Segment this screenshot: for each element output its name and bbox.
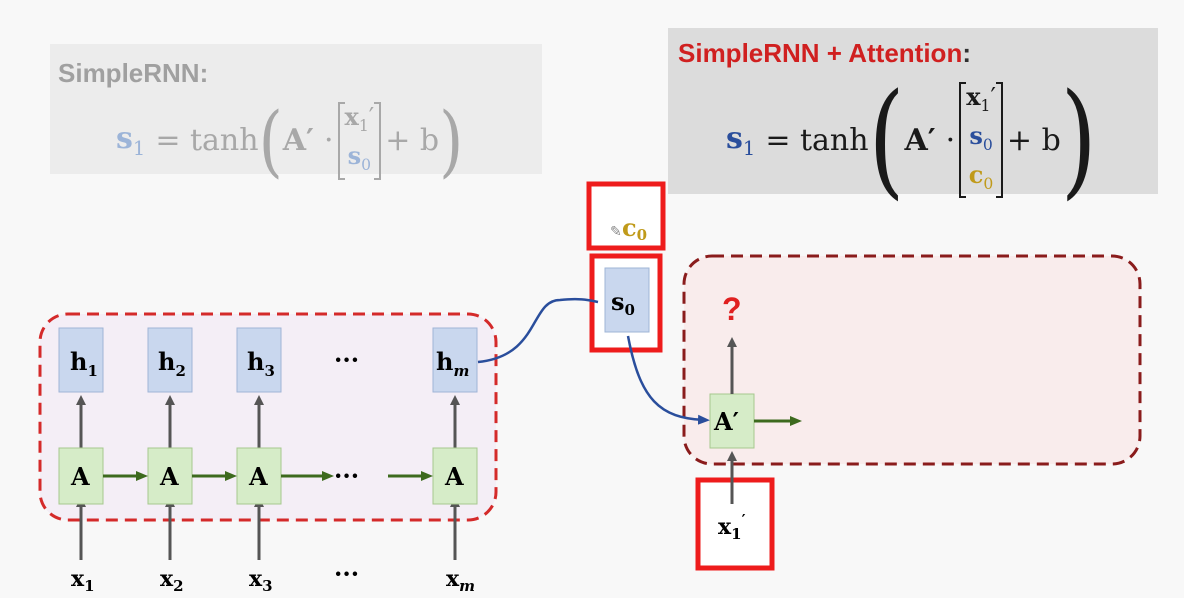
- formula-vector: x1′ s0: [334, 102, 386, 180]
- input-label: xm: [446, 566, 475, 595]
- formula-dot: ·: [945, 122, 956, 158]
- cell-label: A: [444, 462, 464, 491]
- vec-s0: s0: [969, 120, 993, 154]
- right-paren: ): [1060, 67, 1097, 212]
- hidden-box: [432, 327, 478, 393]
- encoder-column-1: h1 A x1: [58, 327, 104, 595]
- context-highlight: [586, 181, 666, 251]
- hidden-label: h3: [247, 347, 275, 380]
- hidden-box: [147, 327, 193, 393]
- simplernn-title: SimpleRNN:: [58, 58, 209, 88]
- encoder-column-3: h3 A x3: [236, 327, 282, 595]
- cell-box: [236, 447, 282, 505]
- cell-label: A: [70, 462, 90, 491]
- attention-title: SimpleRNN + Attention:: [678, 38, 971, 68]
- formula-matrix: A′: [904, 122, 936, 158]
- formula-plus: + b: [1006, 122, 1061, 158]
- decoder-input-highlight: [695, 477, 775, 571]
- input-label: x2: [160, 566, 184, 595]
- attention-formula-panel: SimpleRNN + Attention: s1 = tanh ( A′ · …: [668, 28, 1158, 202]
- formula-lhs: s1: [116, 121, 146, 161]
- simplernn-formula: s1 = tanh ( A′ · x1′ s0 + b ): [116, 94, 464, 186]
- state-box: [604, 267, 650, 333]
- ellipsis-cell: ···: [334, 461, 359, 490]
- hm-to-s0-curve: [477, 297, 599, 364]
- state-label: s0: [611, 287, 635, 319]
- hidden-box: [58, 327, 104, 393]
- ellipsis-hidden: ···: [334, 345, 359, 374]
- formula-vector: x1′ s0 c0: [955, 82, 1007, 199]
- formula-eq: = tanh: [155, 123, 259, 159]
- hidden-box: [236, 327, 282, 393]
- hidden-label: h2: [158, 347, 186, 380]
- formula-eq: = tanh: [765, 122, 869, 158]
- decoder-region: [682, 254, 1142, 466]
- left-paren: (: [258, 94, 283, 186]
- cell-box: [432, 447, 478, 505]
- cell-box: [58, 447, 104, 505]
- vec-c0: c0: [968, 159, 994, 193]
- vec-x1: x1′: [344, 102, 375, 135]
- attention-formula: s1 = tanh ( A′ · x1′ s0 c0 + b ): [726, 77, 1097, 201]
- context-label: c0: [622, 213, 647, 244]
- input-label: x1: [71, 566, 95, 595]
- s0-to-decoder-curve: [626, 335, 710, 425]
- encoder-column-m: hm A xm: [432, 327, 478, 595]
- cell-label: A: [159, 462, 179, 491]
- pencil-icon: ✎: [610, 224, 622, 240]
- input-label: x3: [249, 566, 273, 595]
- decoder-cell-box: [709, 393, 755, 449]
- decoder-input-label: x1′: [718, 511, 746, 543]
- vec-s0: s0: [347, 140, 372, 174]
- decoder-cell-label: A′: [713, 407, 739, 436]
- vec-x1: x1′: [966, 82, 996, 115]
- ellipsis-input: ···: [334, 559, 359, 588]
- formula-lhs: s1: [726, 120, 756, 160]
- cell-label: A: [248, 462, 268, 491]
- formula-matrix: A′: [282, 123, 314, 159]
- formula-plus: + b: [385, 123, 440, 159]
- formula-dot: ·: [323, 123, 334, 159]
- question-mark: ?: [722, 291, 742, 327]
- hidden-label: h1: [70, 347, 98, 380]
- encoder-column-2: h2 A x2: [147, 327, 193, 595]
- right-paren: ): [439, 94, 464, 186]
- simplernn-formula-panel: SimpleRNN: s1 = tanh ( A′ · x1′ s0 + b ): [50, 44, 542, 180]
- hidden-label: hm: [436, 347, 469, 380]
- left-paren: (: [868, 67, 905, 212]
